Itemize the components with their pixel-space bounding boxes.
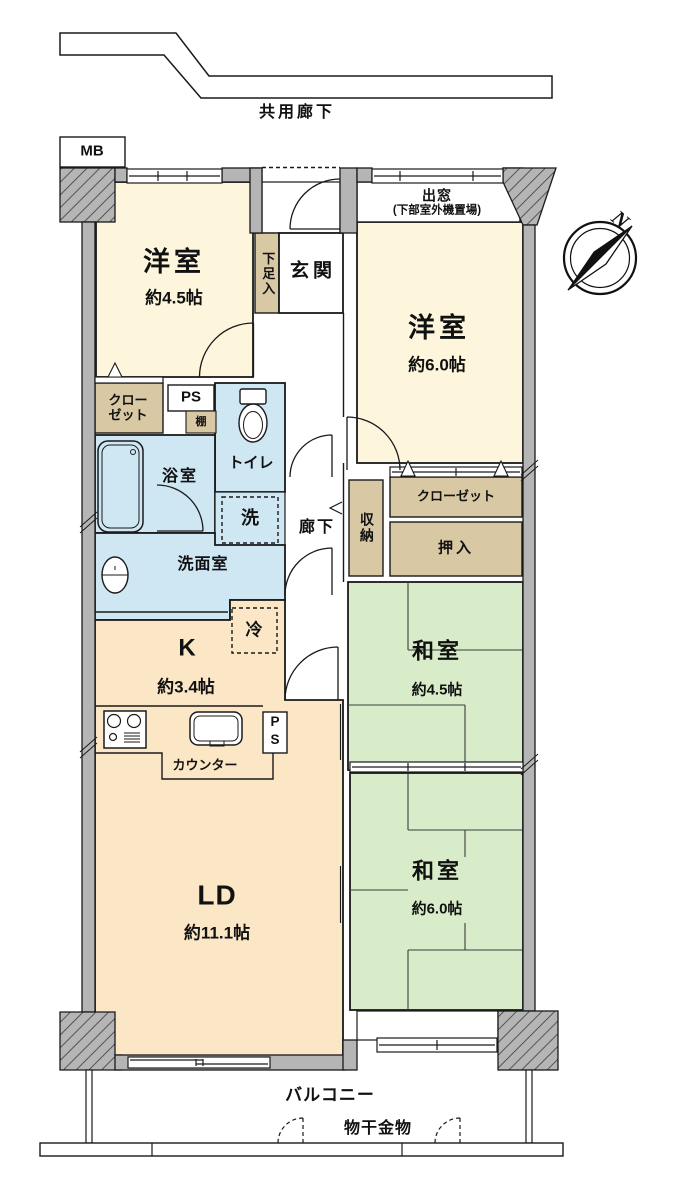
closet-door-mark-3: [493, 459, 509, 477]
toilet-door: [289, 434, 333, 478]
washer-box: [221, 496, 279, 544]
tatami-lines: [348, 582, 523, 1010]
living-dining-name: LD: [197, 879, 237, 911]
meter-box: [59, 136, 126, 168]
closet-right-label: クローゼット: [416, 488, 496, 504]
bay-window-note: (下部室外機置場): [392, 204, 482, 217]
closet-door-mark-1: [107, 361, 123, 378]
closet-left-label: クロー ゼット: [108, 393, 147, 422]
shoe-box-label: 下足入: [260, 251, 276, 297]
western-60-door: [346, 416, 401, 471]
storage-door-mark: [328, 501, 343, 515]
balcony-post-left: [85, 1069, 93, 1144]
storage-floor: [348, 479, 384, 577]
stove-icon: [103, 710, 147, 749]
bay-window-label: 出窓 (下部室外機置場): [392, 187, 482, 218]
kitchen-name: K: [178, 634, 196, 662]
western-60-size: 約6.0帖: [408, 355, 466, 375]
common-corridor-label: 共用廊下: [258, 104, 336, 122]
window-ld-balcony: [127, 1056, 271, 1069]
toilet-icon: [238, 388, 268, 443]
bathroom-label: 浴室: [161, 468, 199, 486]
oshiire-floor: [389, 521, 523, 577]
wall-right: [522, 224, 536, 1012]
washroom-door: [284, 547, 333, 596]
room-western-45-floor: [95, 181, 254, 378]
fridge-label: 冷: [245, 620, 263, 640]
closet-door-mark-2: [400, 459, 416, 477]
pipe-space-kitchen-label: P S: [270, 713, 279, 749]
closet-left-floor: [94, 382, 164, 434]
ps-kitchen-p: P: [270, 713, 280, 729]
meter-box-label: MB: [80, 142, 104, 160]
closet-left-line2: ゼット: [108, 407, 148, 422]
kitchen-sink-icon: [189, 711, 243, 747]
japanese-60-name: 和室: [411, 858, 463, 884]
ps-kitchen-s: S: [270, 732, 280, 747]
oshiire-label: 押入: [437, 539, 475, 557]
kitchen-living-floor: [94, 599, 344, 1058]
entrance-porch-floor: [261, 181, 341, 234]
western-45-name: 洋室: [143, 246, 205, 277]
balcony-label: バルコニー: [285, 1085, 375, 1105]
corridor-label: 廊下: [298, 519, 336, 537]
closet-right-floor: [389, 476, 523, 518]
pipe-space-kitchen-box: [262, 711, 288, 754]
counter-label: カウンター: [172, 757, 238, 773]
appliance-boxes: [221, 496, 279, 654]
closet-left-front: [94, 376, 164, 384]
washer-nook-floor: [214, 491, 286, 546]
counter-outline: [95, 752, 274, 780]
pipe-space-top-label: PS: [180, 388, 202, 406]
balcony: [39, 1069, 564, 1157]
bathtub-icon: [97, 440, 144, 533]
compass-icon: [562, 220, 638, 296]
walls: [59, 167, 559, 1071]
windows: [94, 168, 524, 1069]
room-japanese-60-floor: [349, 772, 524, 1011]
western-45-size: 約4.5帖: [145, 288, 203, 308]
japanese-45-name: 和室: [411, 638, 463, 664]
washroom-label: 洗面室: [177, 556, 229, 574]
kitchen-door: [284, 646, 339, 701]
bathroom-door: [156, 484, 204, 532]
entrance-label: 玄関: [289, 260, 337, 282]
fixtures: [97, 388, 268, 749]
bay-window-title: 出窓: [421, 187, 452, 204]
washbasin-icon: [101, 556, 129, 594]
corner-bottom-left: [59, 1011, 123, 1071]
interior-lines: [95, 166, 509, 923]
room-western-60-floor: [356, 221, 524, 464]
japanese-45-size: 約4.5帖: [411, 681, 463, 699]
closet-left-line1: クロー: [108, 392, 148, 408]
japanese-60-size: 約6.0帖: [411, 900, 463, 918]
wall-left: [81, 221, 96, 1013]
common-corridor-band: [59, 32, 553, 99]
pipe-space-top-box: [167, 384, 215, 412]
toilet-label: トイレ: [228, 454, 274, 472]
room-japanese-45-floor: [347, 581, 524, 771]
balcony-post-right: [525, 1069, 533, 1144]
door-arcs: [156, 178, 401, 701]
shelf-box: [185, 410, 217, 434]
wall-joint-ticks: [79, 459, 539, 776]
shoe-box-floor: [254, 232, 280, 314]
entrance-door: [289, 178, 341, 230]
kitchen-size: 約3.4帖: [157, 677, 215, 697]
fridge-box: [231, 607, 278, 654]
laundry-hardware-label: 物干金物: [343, 1120, 413, 1138]
entrance-floor: [278, 232, 344, 314]
storage-label: 収納: [358, 512, 375, 544]
corner-bottom-right: [497, 1010, 559, 1071]
balcony-rail: [39, 1142, 564, 1157]
western-60-name: 洋室: [408, 312, 470, 343]
washer-label: 洗: [241, 507, 259, 528]
window-recess-floor: [356, 1010, 499, 1041]
western-45-door: [198, 322, 255, 378]
living-dining-size: 約11.1帖: [183, 923, 251, 943]
shelf-label: 棚: [195, 415, 207, 428]
corner-top-left: [59, 167, 116, 223]
